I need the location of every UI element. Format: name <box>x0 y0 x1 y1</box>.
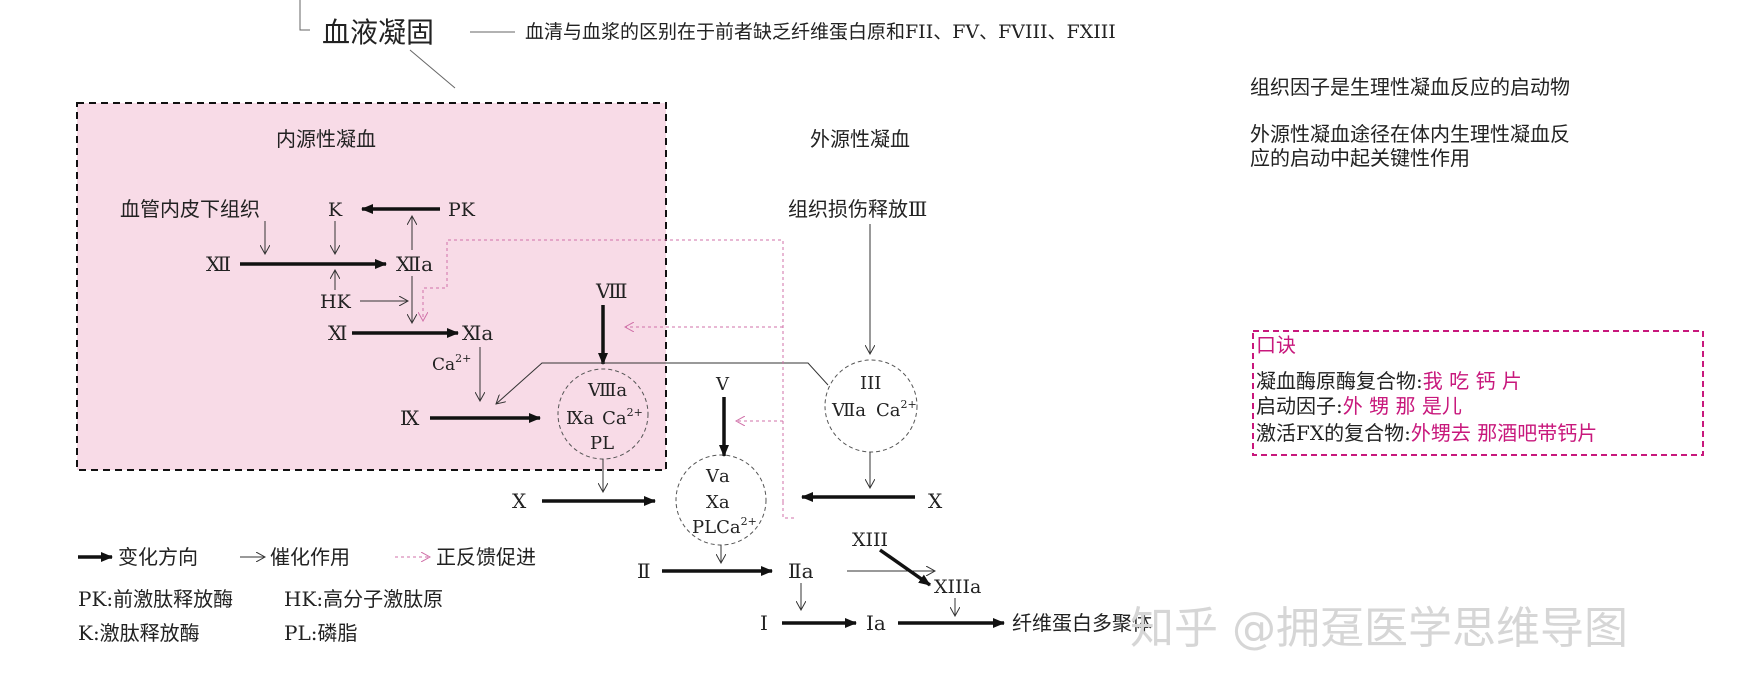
mnemonic-title: 口诀 <box>1256 333 1296 357</box>
factor-pk: PK <box>448 199 476 221</box>
factor-viii: Ⅷ <box>595 279 628 303</box>
factor-x-left: X <box>512 489 527 513</box>
prothrombinase-xa: Ⅹa <box>706 492 730 513</box>
prothrombinase-va: Ⅴa <box>705 466 730 487</box>
mnemonic-box <box>1252 330 1704 456</box>
legend-hk: HK:高分子激肽原 <box>284 587 443 611</box>
extrinsic-activates-ix-line <box>496 362 829 404</box>
intrinsic-pathway-box <box>76 102 667 471</box>
mnemonic-row-3: 激活FⅩ的复合物:外甥去 那酒吧带钙片 <box>1256 421 1597 445</box>
factor-iia: Ⅱa <box>788 559 814 583</box>
legend-pk: PK:前激肽释放酶 <box>78 587 233 611</box>
note-tissue-factor: 组织因子是生理性凝血反应的启动物 <box>1250 75 1570 99</box>
factor-ii: Ⅱ <box>637 559 651 583</box>
intrinsic-title: 内源性凝血 <box>276 127 376 151</box>
factor-k: K <box>328 199 343 221</box>
tenase-viiia: Ⅷa <box>587 380 627 401</box>
factor-hk: HK <box>320 291 352 313</box>
legend-change-label: 变化方向 <box>118 545 198 569</box>
tissue-label: 血管内皮下组织 <box>120 197 260 221</box>
legend-feedback-label: 正反馈促进 <box>436 545 536 569</box>
extrinsic-title: 外源性凝血 <box>810 127 910 151</box>
factor-i: Ⅰ <box>760 611 768 635</box>
factor-xiia: Ⅻa <box>396 252 433 276</box>
tree-connector <box>299 0 310 31</box>
note-extrinsic-line1: 外源性凝血途径在体内生理性凝血反 <box>1250 122 1570 146</box>
factor-xiii: XIII <box>852 529 888 551</box>
legend-pl: PL:磷脂 <box>284 621 357 645</box>
page-title: 血液凝固 <box>322 16 434 49</box>
mnemonic-row-1: 凝血酶原酶复合物:我 吃 钙 片 <box>1256 369 1522 393</box>
factor-ix: Ⅸ <box>400 406 420 430</box>
factor-x-right: X <box>928 489 943 513</box>
legend-catalysis-label: 催化作用 <box>270 545 350 569</box>
watermark: 知乎 @拥趸医学思维导图 <box>1130 603 1628 654</box>
factor-xi: Ⅺ <box>328 321 347 345</box>
calcium-label: Ca2+ <box>432 352 471 375</box>
fibrin-polymer: 纤维蛋白多聚体 <box>1012 611 1152 635</box>
extrinsic-iii: III <box>860 373 881 394</box>
factor-xia: Ⅺa <box>462 321 493 345</box>
tissue-factor-release: 组织损伤释放Ⅲ <box>788 197 927 221</box>
xiii-activation-arrow <box>878 548 932 587</box>
feedback-origin-line <box>782 502 797 519</box>
note-extrinsic-line2: 应的启动中起关键性作用 <box>1250 146 1470 170</box>
mnemonic-row-2: 启动因子:外 甥 那 是儿 <box>1256 394 1462 418</box>
title-connector <box>409 49 456 89</box>
factor-xii: Ⅻ <box>206 252 231 276</box>
factor-ia: Ⅰa <box>866 611 886 635</box>
legend-k: K:激肽释放酶 <box>78 621 200 645</box>
tenase-pl: PL <box>590 433 614 454</box>
prothrombinase-pl-ca: PLCa2+ <box>692 515 757 538</box>
header-note: 血清与血浆的区别在于前者缺乏纤维蛋白原和FII、FV、FVIII、FXIII <box>525 21 1116 43</box>
extrinsic-complex-circle <box>824 359 918 453</box>
factor-xiiia: XIIIa <box>934 576 981 598</box>
feedback-to-xi-line <box>423 239 784 502</box>
factor-v: V <box>715 374 730 395</box>
